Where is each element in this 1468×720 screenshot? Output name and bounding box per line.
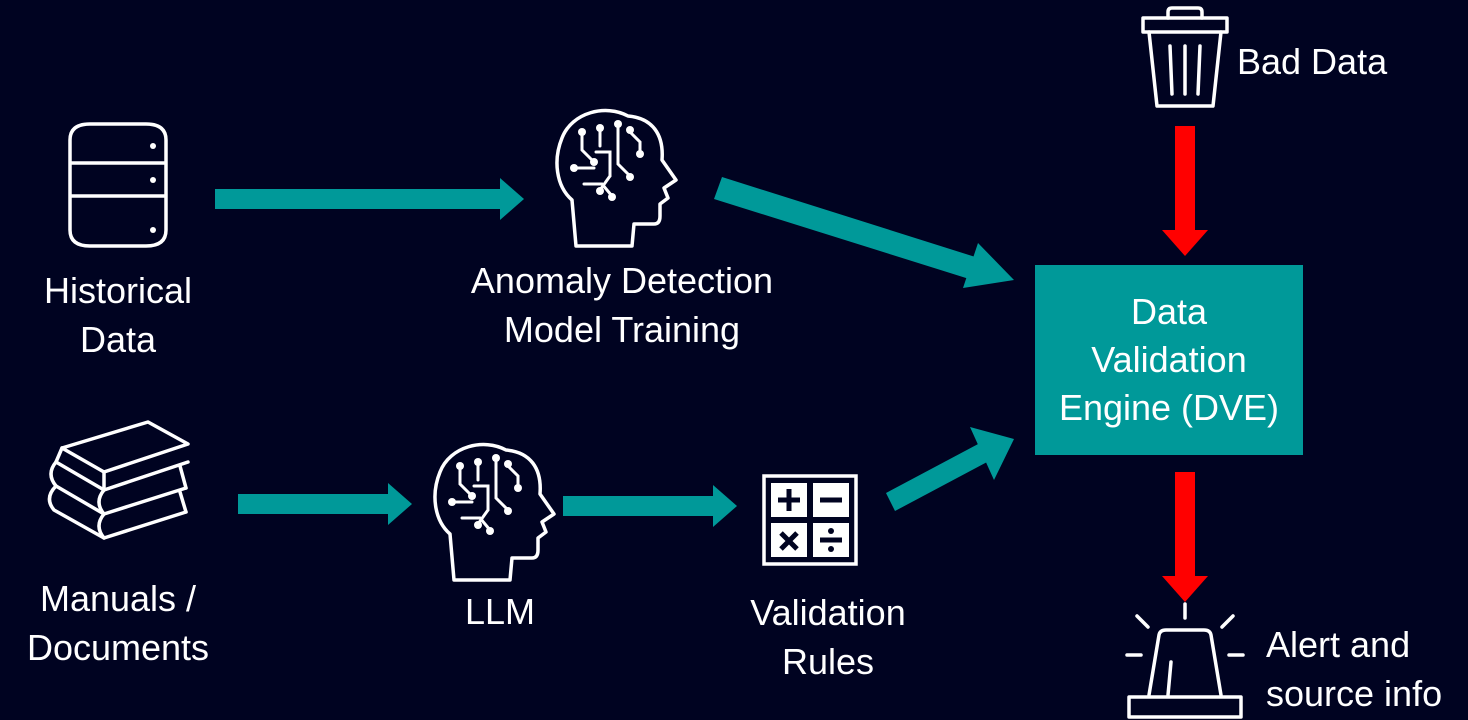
manuals-documents-label: Manuals / Documents — [8, 574, 228, 672]
data-validation-engine-box: Data Validation Engine (DVE) — [1035, 265, 1303, 455]
flow-arrow-rules-to-dve — [886, 427, 1014, 511]
red-arrow-dve-to-alert — [1162, 472, 1208, 602]
anomaly-detection-label: Anomaly Detection Model Training — [436, 256, 808, 354]
flow-arrow-manuals-to-llm — [238, 483, 412, 525]
manuals-documents-label-line1: Manuals / — [39, 578, 197, 619]
historical-data-label: Historical Data — [18, 266, 218, 364]
anomaly-detection-label-line2: Model Training — [503, 309, 741, 350]
validation-rules-label-line2: Rules — [781, 641, 875, 682]
database-icon — [68, 122, 168, 248]
alert-label-line1: Alert and — [1266, 624, 1411, 665]
historical-data-label-line2: Data — [79, 319, 157, 360]
calculator-icon — [762, 474, 858, 566]
trash-can-icon — [1141, 6, 1229, 108]
red-arrow-bad-data-to-dve — [1162, 126, 1208, 256]
flow-arrow-historical-to-anomaly — [215, 178, 524, 220]
flow-arrow-anomaly-to-dve — [714, 177, 1014, 288]
dve-label-line3: Engine (DVE) — [1058, 387, 1280, 428]
dve-label-line1: Data — [1130, 291, 1208, 332]
alarm-siren-icon — [1125, 602, 1245, 719]
ai-head-icon — [555, 108, 678, 248]
anomaly-detection-label-line1: Anomaly Detection — [470, 260, 774, 301]
ai-head-icon-llm — [433, 442, 556, 582]
manuals-documents-label-line2: Documents — [26, 627, 210, 668]
bad-data-label-line1: Bad Data — [1237, 41, 1388, 82]
alert-source-info-label: Alert and source info — [1266, 620, 1466, 718]
books-icon — [47, 420, 190, 540]
flow-arrow-llm-to-rules — [563, 485, 737, 527]
historical-data-label-line1: Historical — [43, 270, 193, 311]
llm-label: LLM — [436, 587, 564, 636]
bad-data-label: Bad Data — [1237, 37, 1437, 86]
validation-rules-label-line1: Validation — [750, 592, 906, 633]
llm-label-line1: LLM — [464, 591, 536, 632]
alert-label-line2: source info — [1266, 673, 1443, 714]
dve-label-line2: Validation — [1091, 339, 1247, 380]
validation-rules-label: Validation Rules — [716, 588, 940, 686]
